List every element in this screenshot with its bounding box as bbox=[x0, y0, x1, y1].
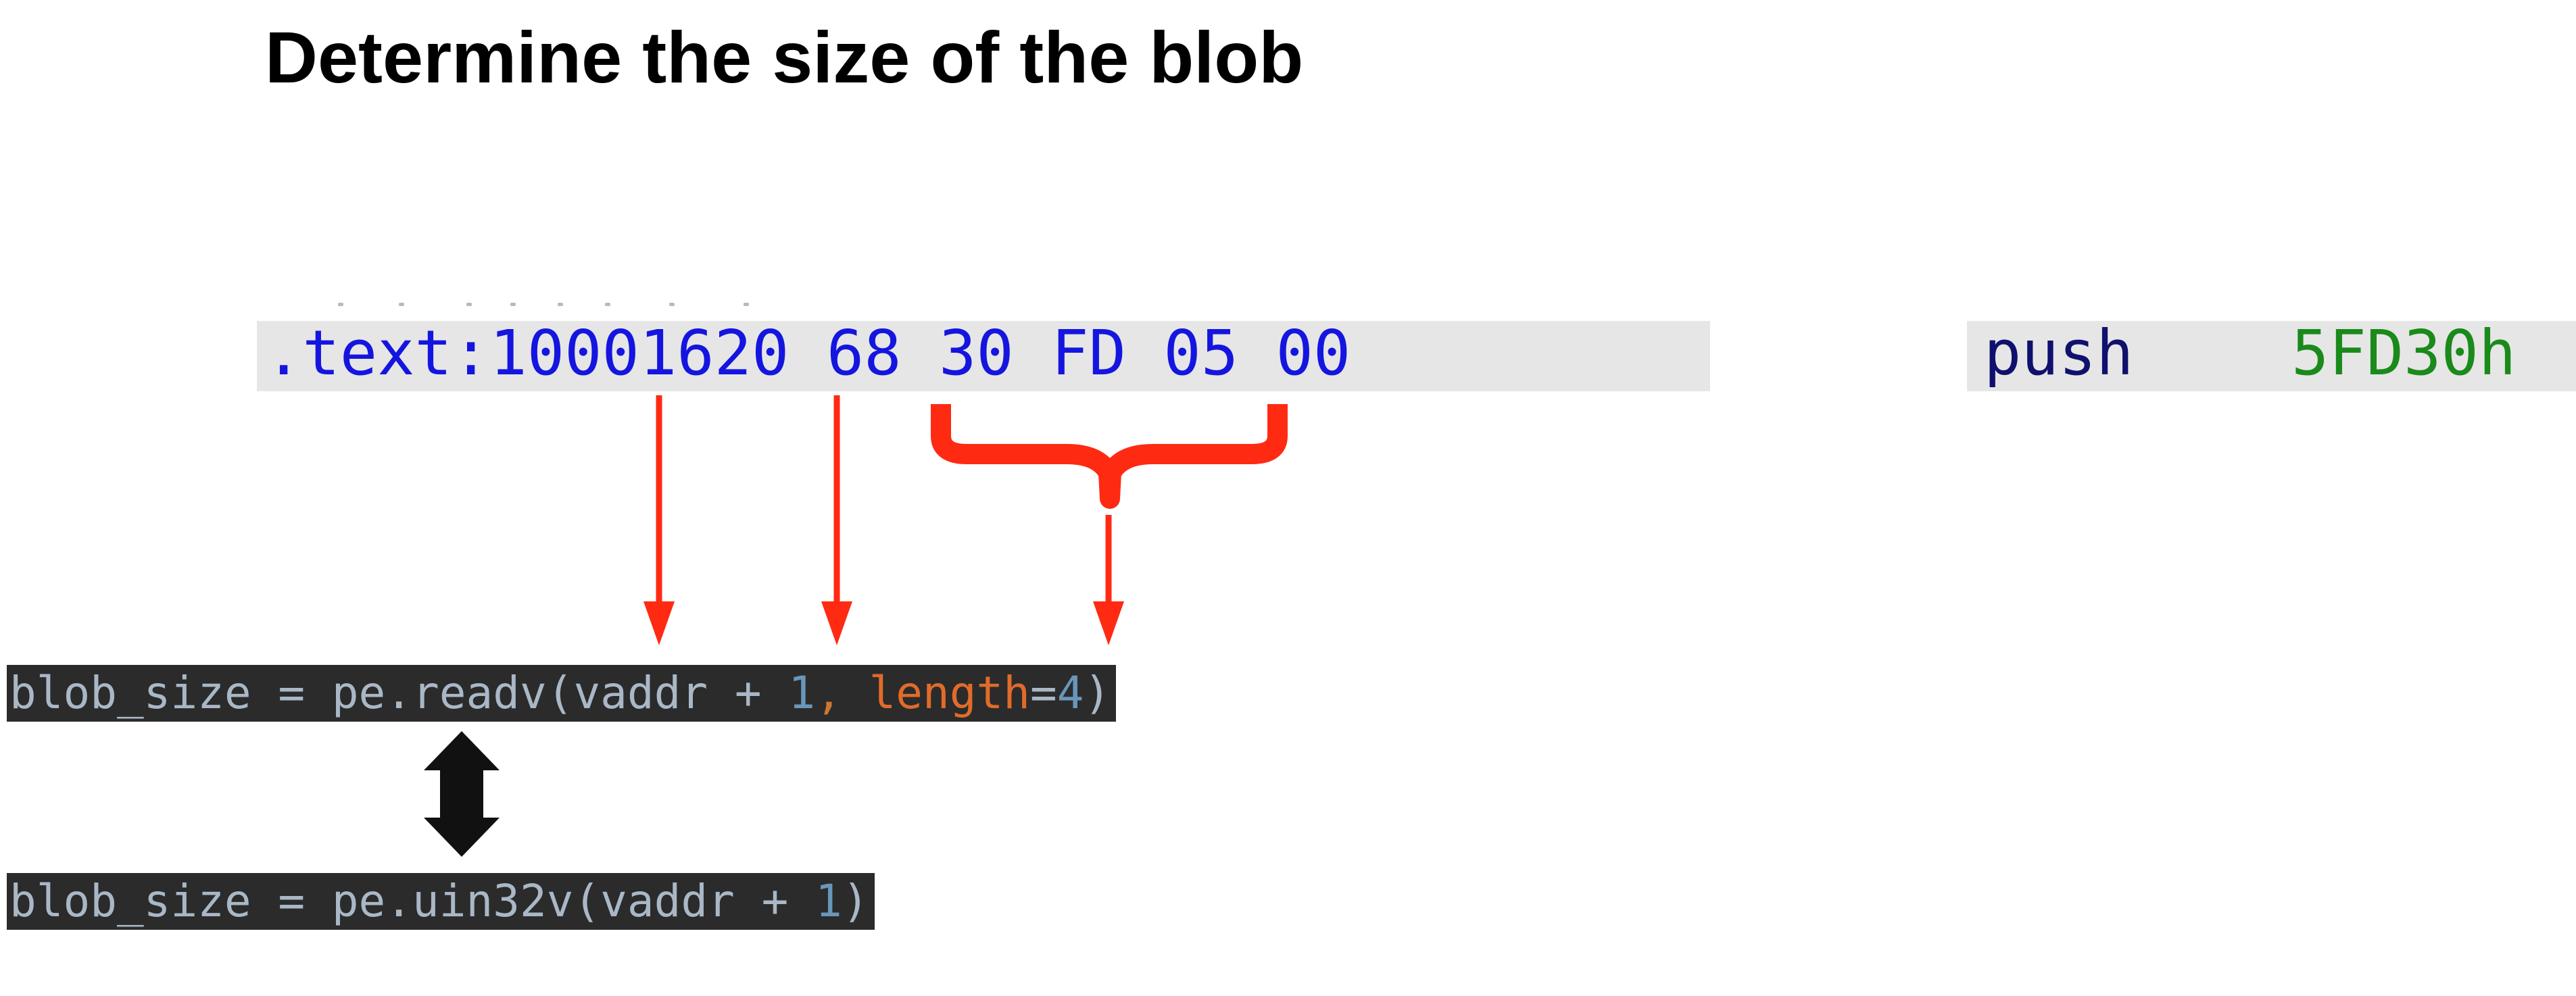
code-token: 1 bbox=[815, 875, 842, 927]
disassembly-gap bbox=[1710, 321, 1967, 391]
disassembly-address-bytes: .text:10001620 68 30 FD 05 00 bbox=[265, 316, 1351, 391]
scroll-remnant-dots bbox=[338, 303, 757, 311]
code-token: blob_size = pe.readv(vaddr + bbox=[9, 667, 789, 719]
disassembly-row bbox=[257, 321, 2576, 391]
arrow-down-icon bbox=[1093, 515, 1124, 645]
code-token: , bbox=[815, 667, 869, 719]
opcode-byte: 30 bbox=[939, 317, 1014, 389]
code-token: = bbox=[1029, 667, 1057, 719]
opcode-byte: 00 bbox=[1275, 317, 1351, 389]
disassembly-address: .text:10001620 bbox=[265, 317, 789, 389]
code-token: 4 bbox=[1056, 667, 1084, 719]
code-line-readv: blob_size = pe.readv(vaddr + 1, length=4… bbox=[7, 665, 1117, 722]
arrow-down-icon bbox=[821, 395, 852, 645]
opcode-byte: FD bbox=[1051, 317, 1126, 389]
opcode-byte: 68 bbox=[826, 317, 902, 389]
arrow-down-icon bbox=[643, 395, 675, 645]
code-token: 1 bbox=[788, 667, 816, 719]
code-token: blob_size = pe.uin32v(vaddr + bbox=[9, 875, 816, 927]
code-line-uint32v: blob_size = pe.uin32v(vaddr + 1) bbox=[7, 873, 875, 930]
slide-title: Determine the size of the blob bbox=[265, 16, 1304, 98]
opcode-byte: 05 bbox=[1163, 317, 1239, 389]
code-token: ) bbox=[842, 875, 869, 927]
double-arrow-vertical-icon bbox=[424, 731, 500, 857]
instruction-operand: 5FD30h bbox=[2291, 317, 2517, 389]
curly-brace-icon bbox=[931, 404, 1288, 509]
code-token: ) bbox=[1084, 667, 1111, 719]
code-token: length bbox=[869, 667, 1030, 719]
instruction-mnemonic: push bbox=[1984, 317, 2134, 389]
